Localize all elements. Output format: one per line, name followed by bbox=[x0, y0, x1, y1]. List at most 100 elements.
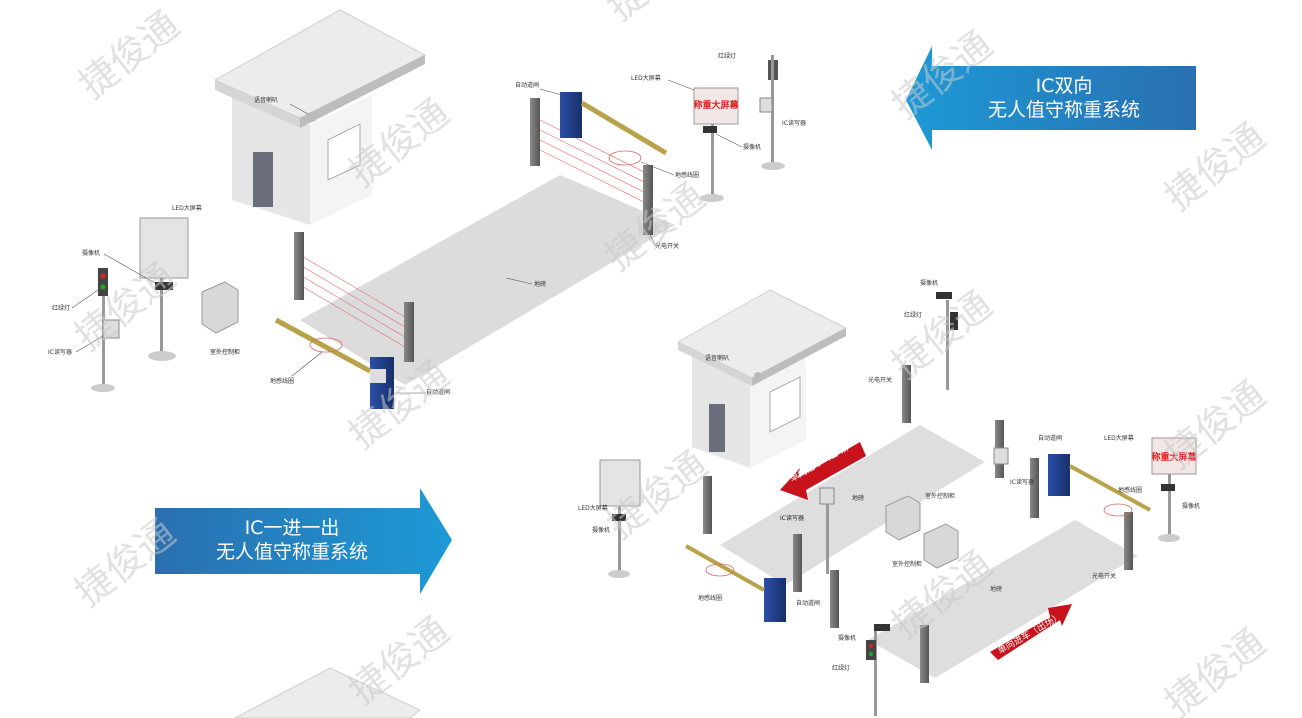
gate-arm bbox=[1069, 464, 1151, 512]
label-ground-loop-right: 地感线圈 bbox=[675, 171, 699, 179]
photo-post bbox=[703, 476, 712, 534]
top-scene: 称重大屏幕 语音喇叭 LED大屏幕 bbox=[48, 9, 806, 409]
ground-loop bbox=[705, 563, 735, 577]
camera-icon bbox=[703, 126, 717, 133]
scale-platform bbox=[300, 175, 675, 385]
camera-icon bbox=[936, 292, 952, 299]
scale-platform-upper bbox=[720, 425, 985, 585]
banner-dual-line1: IC双向 bbox=[1036, 75, 1093, 97]
label-ground-loop: 地感线圈 bbox=[270, 377, 294, 385]
banner-single-line1: IC一进一出 bbox=[245, 517, 340, 539]
partial-booth bbox=[234, 667, 421, 718]
watermark: 捷俊通 bbox=[1156, 620, 1273, 718]
led-screen-right bbox=[1151, 437, 1197, 475]
outdoor-cabinet bbox=[885, 495, 921, 541]
photo-post bbox=[830, 570, 839, 628]
camera-icon bbox=[155, 282, 173, 290]
booth-door bbox=[253, 152, 273, 207]
guard-booth-small bbox=[676, 289, 848, 468]
label-traffic-light-right: 红绿灯 bbox=[718, 52, 736, 60]
photo-post bbox=[1030, 458, 1039, 518]
label-photo-switch-top: 光电开关 bbox=[868, 376, 892, 384]
booth-door bbox=[709, 404, 725, 452]
watermark: 捷俊通 bbox=[340, 608, 457, 713]
label-camera-top: 摄像机 bbox=[920, 279, 938, 287]
ic-reader-icon bbox=[819, 487, 835, 505]
label-traffic-light-bottom: 红绿灯 bbox=[832, 664, 850, 672]
watermark: 捷俊通 bbox=[598, 0, 715, 29]
label-camera-left: 摄像机 bbox=[592, 526, 610, 534]
label-cabinet-upper: 室外控制柜 bbox=[925, 492, 955, 500]
label-ic-reader: IC读写器 bbox=[48, 348, 72, 356]
label-traffic-light-top: 红绿灯 bbox=[904, 311, 922, 319]
label-gate-left: 自动道闸 bbox=[796, 599, 820, 607]
label-cabinet-lower: 室外控制柜 bbox=[892, 560, 922, 568]
label-speaker: 语音喇叭 bbox=[254, 96, 278, 104]
watermark: 捷俊通 bbox=[1156, 372, 1273, 477]
traffic-light-icon bbox=[866, 640, 876, 660]
banner-dual: IC双向 无人值守称重系统 bbox=[906, 46, 1196, 150]
photo-post bbox=[643, 165, 653, 235]
label-camera-bottom: 摄像机 bbox=[838, 634, 856, 642]
barrier-gate bbox=[764, 578, 786, 622]
guard-booth bbox=[213, 9, 427, 225]
outdoor-cabinet bbox=[201, 281, 239, 334]
camera-icon bbox=[612, 514, 626, 521]
photo-beams-left bbox=[299, 254, 411, 351]
barrier-gate bbox=[1048, 454, 1070, 496]
photo-beams-right bbox=[539, 119, 651, 206]
ground-loop bbox=[608, 150, 642, 166]
gate-arm bbox=[685, 544, 765, 592]
label-gate-right: 自动道闸 bbox=[1038, 434, 1062, 442]
ic-reader-icon bbox=[102, 319, 120, 339]
watermark: 捷俊通 bbox=[70, 2, 187, 107]
screen-text: 称重大屏幕 bbox=[1151, 451, 1197, 463]
label-ground-loop-right: 地感线圈 bbox=[1118, 486, 1142, 494]
label-photo-switch-right: 光电开关 bbox=[1092, 572, 1116, 580]
traffic-light-icon bbox=[98, 268, 108, 296]
label-scale-lower: 地磅 bbox=[990, 585, 1002, 593]
label-scale-upper: 地磅 bbox=[852, 494, 864, 502]
speaker-icon bbox=[307, 112, 317, 122]
label-scale: 地磅 bbox=[534, 280, 546, 288]
led-screen-left bbox=[139, 217, 189, 279]
ic-reader-icon bbox=[993, 447, 1009, 465]
traffic-light-icon bbox=[950, 312, 958, 330]
photo-post bbox=[902, 365, 911, 423]
label-ic-reader-right: IC读写器 bbox=[782, 119, 806, 127]
label-ic-reader-left: IC读写器 bbox=[780, 514, 804, 522]
label-camera-right: 摄像机 bbox=[743, 143, 761, 151]
ground-loop bbox=[1103, 503, 1133, 517]
bottom-labels: 语音喇叭 摄像机 红绿灯 光电开关 自动道闸 LED大屏幕 IC读写器 地感线圈… bbox=[578, 279, 1200, 672]
scale-platform-lower bbox=[868, 520, 1138, 678]
photo-post bbox=[294, 232, 304, 300]
label-speaker: 语音喇叭 bbox=[705, 354, 729, 362]
banner-single: IC一进一出 无人值守称重系统 bbox=[155, 488, 452, 594]
outdoor-cabinet bbox=[923, 523, 959, 569]
screen-text: 称重大屏幕 bbox=[693, 99, 739, 111]
left-equipment bbox=[91, 217, 239, 392]
label-camera-right: 摄像机 bbox=[1182, 502, 1200, 510]
led-screen-right: 称重大屏幕 bbox=[693, 87, 739, 202]
photo-post bbox=[1124, 512, 1133, 570]
label-ground-loop-left: 地感线圈 bbox=[698, 594, 722, 602]
top-labels: 语音喇叭 LED大屏幕 摄像机 红绿灯 IC读写器 室外控制柜 地感线圈 自动道… bbox=[48, 52, 806, 396]
label-camera: 摄像机 bbox=[82, 249, 100, 257]
banner-single-line2: 无人值守称重系统 bbox=[216, 541, 368, 563]
gate-arm bbox=[580, 100, 668, 156]
label-traffic-light: 红绿灯 bbox=[52, 304, 70, 312]
ground-loop bbox=[309, 337, 343, 353]
label-outdoor-cabinet: 室外控制柜 bbox=[210, 348, 240, 356]
camera-icon bbox=[874, 624, 890, 631]
photo-post bbox=[920, 625, 929, 683]
barrier-gate bbox=[560, 92, 582, 138]
label-ic-reader-mid: IC读写器 bbox=[1010, 478, 1034, 486]
booth-window bbox=[769, 376, 801, 433]
label-led-left: LED大屏幕 bbox=[578, 504, 608, 512]
photo-post bbox=[793, 534, 802, 592]
traffic-light-right bbox=[759, 55, 785, 170]
watermark: 捷俊通 bbox=[66, 254, 183, 359]
label-led-screen: LED大屏幕 bbox=[172, 204, 202, 212]
